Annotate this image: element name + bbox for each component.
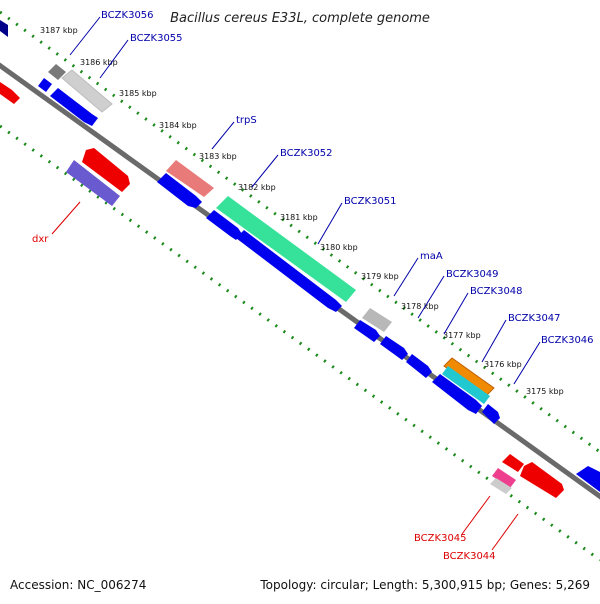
gene-blue-lower-right[interactable] [432,374,482,414]
label-leaders-red [51,201,519,551]
gene-bczk3050[interactable] [236,230,342,312]
gene-bczk3048[interactable] [380,336,408,360]
outer-ruler-line [0,10,600,454]
tick-label: 3179 kbp [361,272,399,281]
gene-bczk3049[interactable] [354,320,380,342]
label-bczk3047[interactable]: BCZK3047 [508,313,561,324]
lower-track [66,148,600,498]
tick-label: 3182 kbp [238,183,276,192]
gene-bczk3053[interactable] [157,173,202,208]
tick-label: 3178 kbp [401,302,439,311]
accession-text: Accession: NC_006274 [10,578,147,592]
label-leaders-blue [69,16,541,385]
label-bczk3049[interactable]: BCZK3049 [446,269,499,280]
tick-label: 3177 kbp [443,331,481,340]
kbp-ticks: 3187 kbp 3186 kbp 3185 kbp 3184 kbp 3183… [40,26,564,396]
gene-trpS[interactable] [166,160,214,197]
upper-track [38,64,500,424]
gene-bczk3045-b[interactable] [490,478,512,494]
label-bczk3046[interactable]: BCZK3046 [541,335,594,346]
tick-label: 3186 kbp [80,58,118,67]
tick-label: 3183 kbp [199,152,237,161]
label-bczk3052[interactable]: BCZK3052 [280,148,333,159]
gene-blue-small-right[interactable] [482,404,500,424]
tick-label: 3185 kbp [119,89,157,98]
gene-bczk3046[interactable] [442,366,490,404]
tick-label: 3176 kbp [484,360,522,369]
gene-partial-right[interactable] [576,466,600,492]
gene-partial-left-red[interactable] [0,82,20,104]
gene-bczk3052[interactable] [206,210,242,240]
tick-label: 3175 kbp [526,387,564,396]
gene-bczk3045[interactable] [492,468,516,488]
gene-labels: BCZK3056 BCZK3055 trpS BCZK3052 BCZK3051… [32,10,594,562]
label-bczk3055[interactable]: BCZK3055 [130,33,183,44]
label-bczk3044[interactable]: BCZK3044 [443,551,496,562]
tick-label: 3180 kbp [320,243,358,252]
label-maA[interactable]: maA [420,251,443,262]
map-title: Bacillus cereus E33L, complete genome [170,11,430,26]
tick-label: 3181 kbp [280,213,318,222]
label-bczk3051[interactable]: BCZK3051 [344,196,397,207]
topology-summary: Topology: circular; Length: 5,300,915 bp… [260,578,590,592]
gene-dxr-neighbor[interactable] [82,148,130,192]
gene-partial-left-top[interactable] [0,20,8,37]
label-bczk3048[interactable]: BCZK3048 [470,286,523,297]
gene-bczk3056[interactable] [48,64,66,80]
gene-bczk3047-small[interactable] [406,354,432,378]
label-trpS[interactable]: trpS [236,115,257,126]
gene-bczk3051[interactable] [216,196,356,302]
gene-dxr[interactable] [66,160,120,206]
gene-bczk3054[interactable] [50,88,98,126]
label-bczk3045[interactable]: BCZK3045 [414,533,467,544]
label-bczk3056[interactable]: BCZK3056 [101,10,154,21]
tick-label: 3187 kbp [40,26,78,35]
gene-rrna-large[interactable] [520,462,564,498]
inner-ruler-line [0,124,600,562]
tick-label: 3184 kbp [159,121,197,130]
gene-bczk3055[interactable] [61,69,113,113]
gene-maA[interactable] [362,308,392,332]
gene-rrna-small[interactable] [502,454,524,472]
gene-small-blue-1[interactable] [38,78,52,92]
label-dxr[interactable]: dxr [32,234,49,245]
